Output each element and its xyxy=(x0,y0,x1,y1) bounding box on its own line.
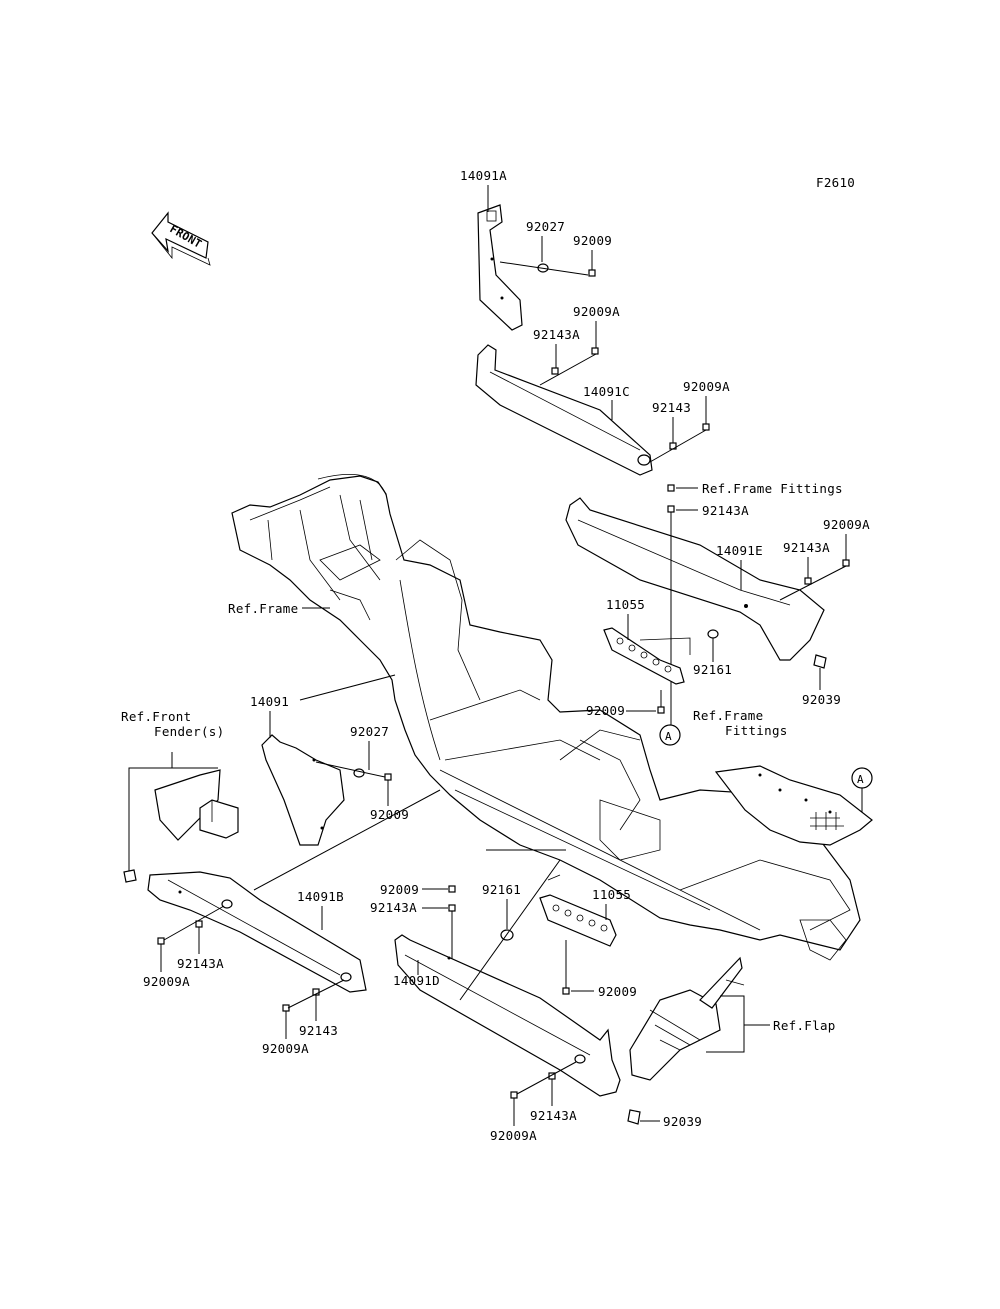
label-14091D: 14091D xyxy=(393,973,440,988)
part-11055-upper xyxy=(603,627,691,685)
screw-92009A-3 xyxy=(842,559,850,567)
part-14091A xyxy=(477,204,523,331)
label-92009A-left: 92009A xyxy=(143,974,190,989)
frame-fittings-plate xyxy=(714,765,873,846)
screw-ref-frame-fittings-top xyxy=(667,484,675,492)
ref-front-fender-1: Ref.Front xyxy=(121,709,191,724)
screw-92009A-left xyxy=(157,937,165,945)
label-92143A-left: 92143A xyxy=(177,956,224,971)
callout-a-left: A xyxy=(659,724,681,746)
label-92027-top: 92027 xyxy=(526,219,565,234)
label-92009A-bottom: 92009A xyxy=(490,1128,537,1143)
label-92143A-2: 92143A xyxy=(702,503,749,518)
ref-frame-fittings-mid-1: Ref.Frame xyxy=(693,708,763,723)
label-92009-left: 92009 xyxy=(370,807,409,822)
ref-frame-fittings-mid-2: Fittings xyxy=(725,723,788,738)
label-92009A-1: 92009A xyxy=(573,304,620,319)
label-92161-lower: 92161 xyxy=(482,882,521,897)
label-11055-upper: 11055 xyxy=(606,597,645,612)
label-92009A-left2: 92009A xyxy=(262,1041,309,1056)
label-92143-1: 92143 xyxy=(652,400,691,415)
label-92009A-3: 92009A xyxy=(823,517,870,532)
label-14091E: 14091E xyxy=(716,543,763,558)
part-14091 xyxy=(261,734,345,846)
ref-flap: Ref.Flap xyxy=(773,1018,836,1033)
part-11055-lower xyxy=(539,874,617,947)
label-92143A-lower: 92143A xyxy=(370,900,417,915)
front-fender-bracket xyxy=(154,769,239,841)
screw-92009A-bottom xyxy=(510,1091,518,1099)
ref-frame: Ref.Frame xyxy=(228,601,298,616)
label-14091A: 14091A xyxy=(460,168,507,183)
screw-92009-lower xyxy=(448,885,456,893)
fastener-92143A-2 xyxy=(667,505,675,513)
screw-92009-left xyxy=(384,773,392,781)
main-frame xyxy=(231,473,861,961)
label-92027-left: 92027 xyxy=(350,724,389,739)
fastener-92143A-lower xyxy=(448,904,456,912)
label-92161-upper: 92161 xyxy=(693,662,732,677)
label-14091: 14091 xyxy=(250,694,289,709)
label-14091B: 14091B xyxy=(297,889,344,904)
screw-92039-bottom xyxy=(627,1109,641,1125)
cap-92161-upper xyxy=(707,629,719,639)
callout-a-left-text: A xyxy=(665,730,672,743)
part-14091B xyxy=(123,869,367,993)
part-14091E xyxy=(565,497,825,661)
label-92039-bottom: 92039 xyxy=(663,1114,702,1129)
screw-92009-mid xyxy=(657,706,665,714)
screw-92009-top xyxy=(588,269,596,277)
label-92009-lower: 92009 xyxy=(380,882,419,897)
label-92009-top: 92009 xyxy=(573,233,612,248)
screw-92009A-1 xyxy=(591,347,599,355)
label-92143A-1: 92143A xyxy=(533,327,580,342)
screw-92039-right xyxy=(813,654,827,669)
label-14091C: 14091C xyxy=(583,384,630,399)
screw-92009-bottom xyxy=(562,987,570,995)
ref-front-fender-2: Fender(s) xyxy=(154,724,224,739)
label-92143-left: 92143 xyxy=(299,1023,338,1038)
label-92009A-2: 92009A xyxy=(683,379,730,394)
callout-a-right: A xyxy=(851,767,873,789)
front-arrow-icon: FRONT xyxy=(151,211,211,266)
label-92143A-3: 92143A xyxy=(783,540,830,555)
screw-92009A-2 xyxy=(702,423,710,431)
fastener-92143A-1 xyxy=(551,367,559,375)
part-14091C xyxy=(475,344,653,476)
figure-code: F2610 xyxy=(816,175,855,190)
label-92143A-bottom: 92143A xyxy=(530,1108,577,1123)
callout-a-right-text: A xyxy=(857,773,864,786)
label-92039-right: 92039 xyxy=(802,692,841,707)
part-14091D xyxy=(394,934,621,1097)
ref-frame-fittings-top: Ref.Frame Fittings xyxy=(702,481,843,496)
label-92009-bottom: 92009 xyxy=(598,984,637,999)
label-11055-lower: 11055 xyxy=(592,887,631,902)
flap xyxy=(629,956,745,1081)
fastener-92143A-3 xyxy=(804,577,812,585)
label-92009-mid: 92009 xyxy=(586,703,625,718)
